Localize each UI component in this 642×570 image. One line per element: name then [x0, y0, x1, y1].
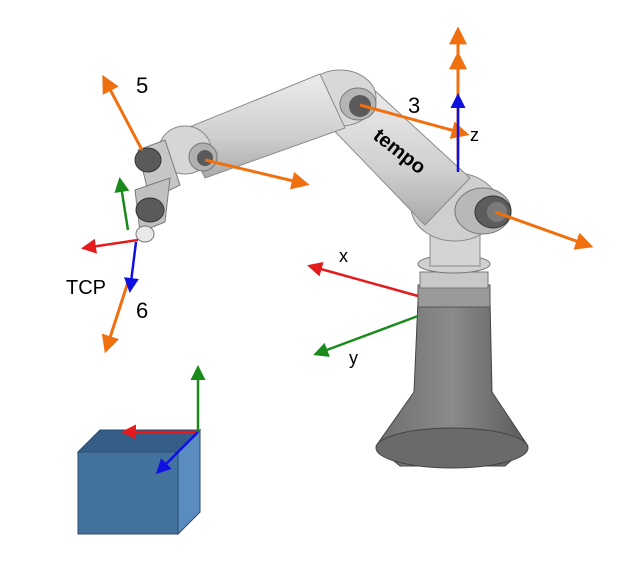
base-x-axis	[307, 261, 419, 298]
robot-base	[375, 219, 529, 469]
tcp-x-axis	[81, 238, 139, 254]
box-z-axis	[155, 431, 199, 475]
joint-5-label: 5	[136, 73, 148, 98]
base-y-axis	[313, 314, 419, 357]
joint-3-label: 3	[408, 93, 420, 118]
tcp-y-axis	[114, 177, 130, 231]
tcp-z-axis	[124, 241, 139, 293]
joint-5-axis	[102, 74, 144, 151]
wrist-links	[134, 139, 181, 243]
target-box	[76, 428, 202, 536]
axis-z-label: z	[470, 125, 479, 145]
joint-6-axis	[101, 281, 130, 354]
tcp-label: TCP	[66, 277, 106, 299]
tcp-frame	[81, 177, 139, 293]
axis-y-label: y	[349, 348, 358, 368]
joint-6-label: 6	[136, 298, 148, 323]
box-front-face	[77, 451, 179, 535]
joint-3-axis	[359, 103, 470, 139]
joint-2-axis	[494, 210, 594, 250]
box-frame	[121, 365, 206, 475]
axis-x-label: x	[339, 246, 348, 266]
joint-4-axis	[204, 158, 310, 190]
shoulder-joint	[410, 172, 512, 242]
base-frame	[307, 93, 466, 357]
